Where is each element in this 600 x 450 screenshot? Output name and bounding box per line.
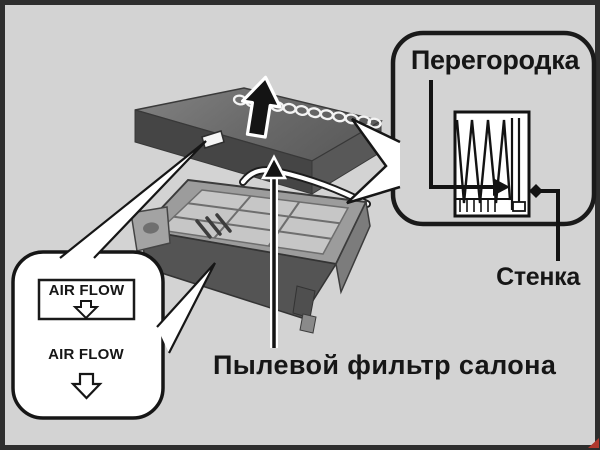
filter-pleats (455, 119, 512, 204)
partition-label: Перегородка (410, 45, 580, 75)
airflow-boxed-label: AIR FLOW (48, 282, 125, 299)
tray-vent-marks (195, 213, 232, 239)
partition-callout-double-tail (346, 117, 401, 205)
cabin-filter-label: Пылевой фильтр салона (213, 350, 557, 380)
corner-scan-artifact (588, 438, 599, 448)
wall-diamond-connector-icon (529, 184, 543, 198)
airflow-label-plate (37, 278, 136, 321)
partition-pointer-line (429, 80, 510, 196)
filter-tray (130, 178, 371, 334)
filter-cross-section-drawing (453, 110, 531, 218)
wall-label: Стенка (496, 263, 580, 291)
airflow-pointer-to-cover-plate (59, 140, 207, 259)
airflow-down-arrow-icon (72, 300, 100, 320)
up-arrow-icon (240, 75, 282, 139)
filter-leader-line (260, 154, 288, 348)
partition-right-arrow-icon (493, 178, 510, 196)
filter-pointer-up-arrow-icon (260, 154, 288, 180)
airflow-pointer-to-tray (156, 262, 216, 354)
filter-base-ticks (459, 200, 496, 212)
airflow-down-arrow-icon (70, 372, 103, 400)
airflow-plain-label: AIR FLOW (48, 346, 124, 363)
wall-connector-line (529, 184, 560, 261)
